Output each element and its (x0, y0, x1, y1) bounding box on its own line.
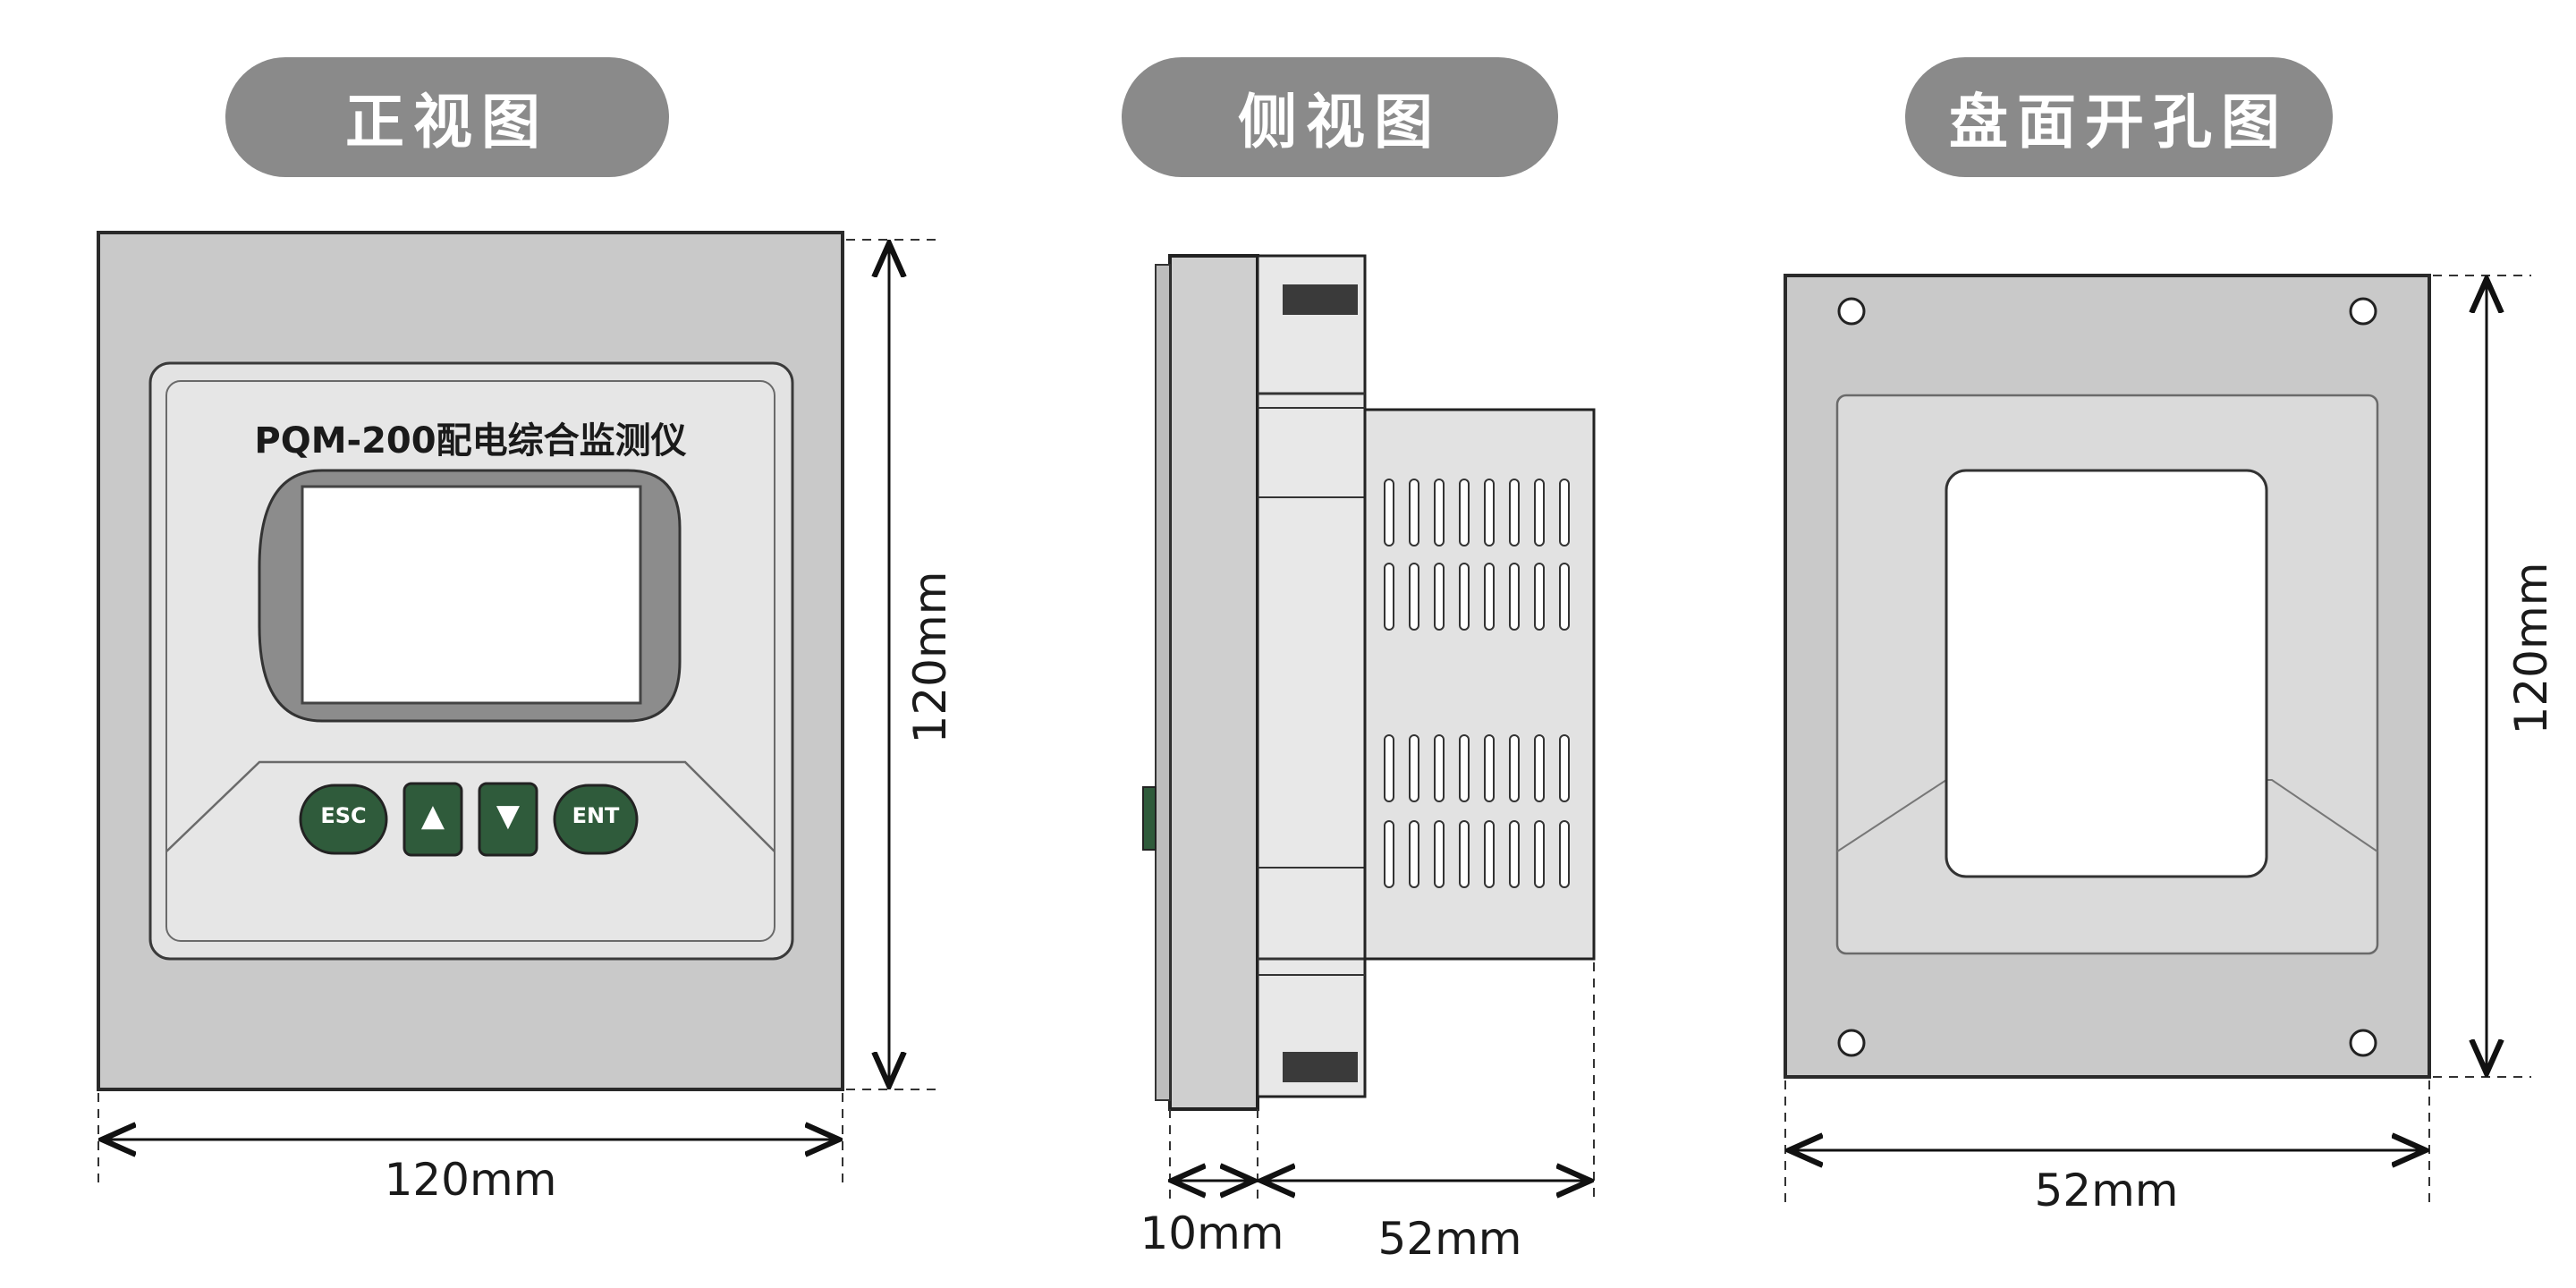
side-view-title: 侧视图 (1122, 57, 1558, 177)
cutout-view (1784, 274, 2531, 1204)
vent-slot (1434, 563, 1445, 631)
esc-button[interactable] (299, 784, 388, 855)
vent-slot (1509, 563, 1520, 631)
vent-slot (1459, 820, 1470, 888)
side-terminal-bottom (1283, 1052, 1358, 1082)
vent-slot (1484, 820, 1495, 888)
ent-button-label: ENT (572, 803, 620, 828)
vent-slot (1484, 734, 1495, 802)
vent-slot (1434, 479, 1445, 547)
cutout-opening (1945, 469, 2268, 878)
vent-slot (1484, 563, 1495, 631)
cutout-height-label: 120mm (2505, 562, 2557, 735)
side-view (1142, 254, 1596, 1199)
down-button-label: ▼ (496, 798, 521, 834)
side-body-depth-label: 52mm (1377, 1213, 1522, 1265)
vent-slot (1459, 734, 1470, 802)
front-width-label: 120mm (384, 1154, 557, 1206)
vent-slot (1384, 820, 1394, 888)
vent-slot (1384, 734, 1394, 802)
vent-slot (1509, 479, 1520, 547)
vent-slot (1534, 479, 1545, 547)
side-front-depth-label: 10mm (1140, 1208, 1284, 1259)
vent-slot (1459, 563, 1470, 631)
vent-slots (1384, 479, 1570, 888)
vent-slot (1559, 479, 1570, 547)
keypad-area (165, 760, 775, 852)
ent-button[interactable] (553, 784, 639, 855)
mount-hole-bottom-right (2349, 1029, 2377, 1057)
front-view-title: 正视图 (225, 57, 669, 177)
front-height-label: 120mm (904, 571, 956, 744)
cutout-view-title: 盘面开孔图 (1905, 57, 2333, 177)
cutout-width-label: 52mm (2034, 1165, 2179, 1216)
vent-slot (1434, 734, 1445, 802)
vent-slot (1384, 479, 1394, 547)
vent-slot (1384, 563, 1394, 631)
vent-slot (1559, 734, 1570, 802)
vent-slot (1559, 563, 1570, 631)
side-front-bezel (1168, 254, 1259, 1111)
up-button-label: ▲ (420, 798, 445, 834)
vent-slot (1534, 820, 1545, 888)
vent-slot (1409, 479, 1419, 547)
esc-button-label: ESC (320, 803, 367, 828)
vent-slot (1559, 820, 1570, 888)
vent-slot (1534, 563, 1545, 631)
side-button-nub (1142, 786, 1157, 851)
mount-hole-bottom-left (1837, 1029, 1866, 1057)
side-rear-housing (1363, 408, 1596, 961)
side-mount-body (1256, 254, 1367, 1098)
vent-slot (1534, 734, 1545, 802)
up-button[interactable] (402, 782, 463, 857)
vent-slot (1509, 734, 1520, 802)
front-view (97, 231, 939, 1186)
vent-slot (1459, 479, 1470, 547)
vent-slot (1409, 563, 1419, 631)
device-model-label: PQM-200配电综合监测仪 (254, 420, 687, 462)
vent-slot (1434, 820, 1445, 888)
mount-hole-top-left (1837, 297, 1866, 326)
vent-slot (1409, 734, 1419, 802)
vent-slot (1509, 820, 1520, 888)
vent-slot (1484, 479, 1495, 547)
side-bezel-lip (1155, 264, 1171, 1101)
display-screen (301, 485, 642, 705)
vent-slot (1409, 820, 1419, 888)
mount-hole-top-right (2349, 297, 2377, 326)
side-terminal-top (1283, 284, 1358, 315)
down-button[interactable] (478, 782, 538, 857)
